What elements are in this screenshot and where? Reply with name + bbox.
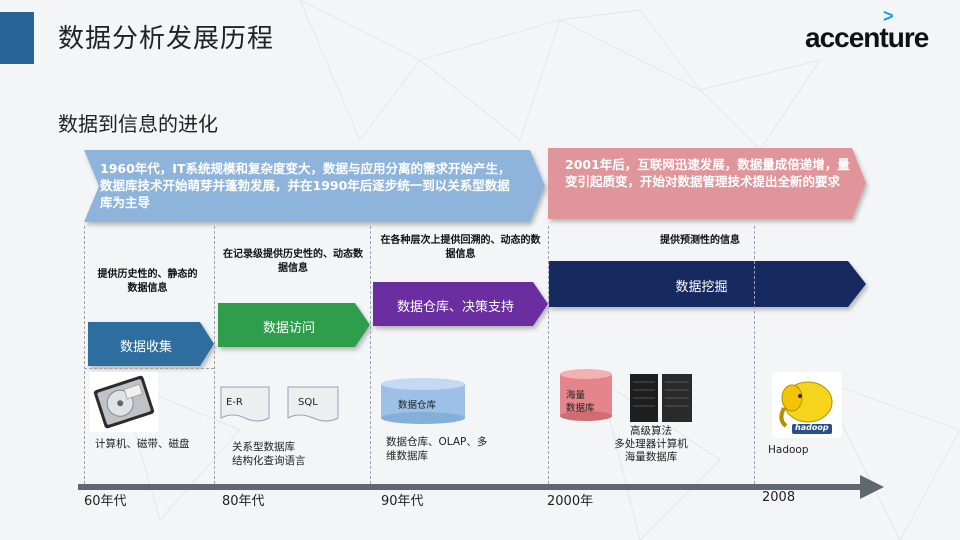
separator-2008 bbox=[754, 226, 755, 484]
timeline-label-2000: 2000年 bbox=[547, 494, 594, 509]
timeline-label-80s: 80年代 bbox=[222, 494, 265, 509]
data-warehouse-icon bbox=[381, 378, 465, 424]
disk-caption: 计算机、磁带、磁盘 bbox=[95, 438, 190, 450]
stage-label-3: 数据仓库、决策支持 bbox=[396, 300, 514, 315]
stage-note-3: 在各种层次上提供回溯的、动态的数据信息 bbox=[380, 235, 541, 260]
accenture-logo: accenture bbox=[805, 22, 929, 53]
relational-caption-2: 结构化查询语言 bbox=[232, 455, 306, 467]
stage-note-1: 提供历史性的、静态的数据信息 bbox=[97, 269, 198, 294]
timeline-label-90s: 90年代 bbox=[381, 494, 424, 509]
dw-caption-1: 数据仓库、OLAP、多 bbox=[386, 436, 488, 448]
timeline-label-60s: 60年代 bbox=[84, 494, 127, 509]
stage-label-2: 数据访问 bbox=[262, 321, 315, 336]
dw-label: 数据仓库 bbox=[398, 400, 437, 411]
separator-80s bbox=[214, 226, 215, 484]
stage-arrow-4-shape bbox=[549, 261, 866, 307]
separator-2000 bbox=[548, 226, 549, 484]
hadoop-logo-text: hadoop bbox=[795, 423, 829, 432]
stage-label-4: 数据挖掘 bbox=[675, 280, 728, 295]
sql-document-icon bbox=[287, 386, 339, 422]
algo-caption-2: 多处理器计算机 bbox=[614, 438, 688, 450]
mass-database-icon bbox=[560, 369, 612, 421]
stage-note-2: 在记录级提供历史性的、动态数据信息 bbox=[223, 249, 363, 274]
mass-label-1: 海量 bbox=[566, 390, 586, 401]
er-document-icon bbox=[220, 386, 270, 422]
algo-caption-3: 海量数据库 bbox=[624, 451, 678, 463]
server-rack-icon bbox=[630, 374, 692, 422]
stage-arrow-3-shape bbox=[373, 282, 548, 326]
timeline-arrowhead bbox=[860, 475, 884, 499]
stage-arrow-2-shape bbox=[218, 303, 370, 347]
title-accent-bar bbox=[0, 12, 34, 64]
dw-caption-2: 维数据库 bbox=[386, 450, 428, 462]
band-left-shape bbox=[84, 150, 545, 222]
timeline-label-2008: 2008 bbox=[762, 490, 796, 505]
relational-caption-1: 关系型数据库 bbox=[232, 441, 295, 453]
slide-title: 数据分析发展历程 bbox=[58, 24, 275, 54]
algo-caption-1: 高级算法 bbox=[630, 425, 672, 437]
separator-60s bbox=[84, 226, 85, 484]
er-label: E-R bbox=[226, 397, 243, 408]
band-left-text: 1960年代，IT系统规模和复杂度变大，数据与应用分离的需求开始产生，数据库技术… bbox=[100, 161, 511, 210]
timeline-bar bbox=[78, 484, 862, 490]
hadoop-caption: Hadoop bbox=[768, 444, 809, 456]
sql-label: SQL bbox=[298, 397, 318, 408]
stage-note-4: 提供预测性的信息 bbox=[660, 235, 740, 246]
stage-arrow-1-shape bbox=[88, 322, 214, 366]
band-right-shape bbox=[548, 148, 866, 219]
band-right-text: 2001年后，互联网迅速发展，数据量成倍递增，量变引起质变，开始对数据管理技术提… bbox=[565, 157, 850, 189]
mass-label-2: 数据库 bbox=[566, 403, 595, 414]
accenture-logo-mark-icon: > bbox=[883, 6, 894, 26]
separator-90s bbox=[370, 226, 371, 484]
slide-subtitle: 数据到信息的进化 bbox=[58, 112, 218, 136]
stage-label-1: 数据收集 bbox=[119, 340, 172, 355]
hadoop-elephant-icon bbox=[772, 372, 842, 438]
hard-disk-icon bbox=[90, 372, 158, 432]
separator-horizontal bbox=[84, 368, 214, 369]
